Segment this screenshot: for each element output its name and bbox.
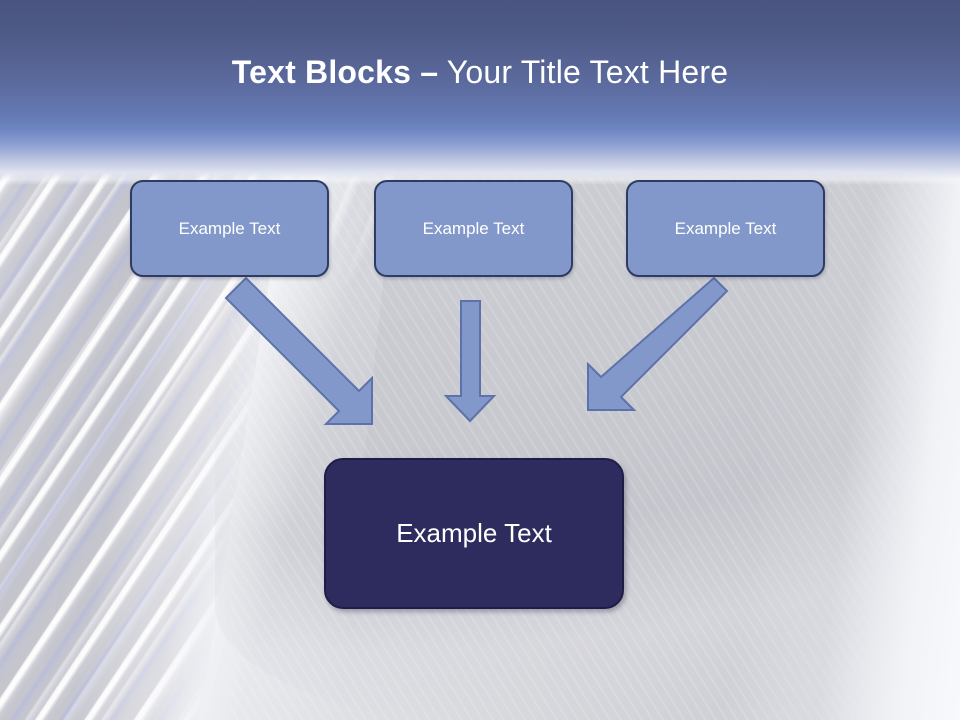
top-text-box-2[interactable]: Example Text: [374, 180, 573, 277]
top-text-box-1[interactable]: Example Text: [130, 180, 329, 277]
top-text-box-1-label: Example Text: [178, 218, 281, 238]
page-title-bold: Text Blocks –: [231, 54, 439, 90]
arrow-right-diagonal-icon: [587, 276, 729, 411]
header-banner: Text Blocks – Your Title Text Here: [0, 0, 960, 185]
top-text-box-3[interactable]: Example Text: [626, 180, 825, 277]
page-title: Text Blocks – Your Title Text Here: [0, 52, 960, 92]
top-text-box-2-label: Example Text: [422, 218, 525, 238]
top-text-box-3-label: Example Text: [674, 218, 777, 238]
bottom-result-box-label: Example Text: [396, 518, 552, 548]
arrow-left-diagonal-icon: [224, 276, 373, 425]
bottom-result-box[interactable]: Example Text: [324, 458, 624, 609]
page-title-regular: Your Title Text Here: [438, 54, 729, 90]
arrow-middle-vertical-icon: [443, 300, 497, 423]
